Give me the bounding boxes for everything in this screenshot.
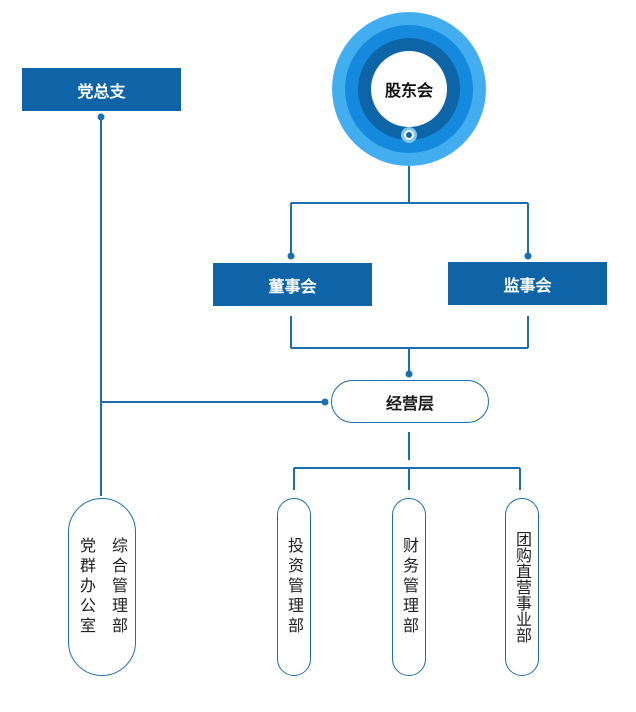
department-label-general-office: 综合管理部 — [109, 537, 128, 637]
management-node: 经营层 — [331, 380, 489, 423]
department-node-investment: 投资管理部 — [277, 498, 311, 676]
party-branch-box: 党总支 — [22, 68, 181, 111]
party-and-general-office-node: 党群办公室 综合管理部 — [68, 498, 136, 676]
shareholders-node: 股东会 — [332, 12, 486, 166]
department-node-group-purchase: 团购直营事业部 — [505, 498, 539, 676]
connector-hub-icon — [401, 127, 417, 143]
shareholders-label: 股东会 — [371, 51, 447, 127]
department-label-investment: 投资管理部 — [285, 537, 304, 637]
board-of-directors-box: 董事会 — [213, 263, 372, 306]
department-node-finance: 财务管理部 — [392, 498, 426, 676]
board-of-supervisors-box: 监事会 — [448, 262, 607, 305]
department-label-finance: 财务管理部 — [400, 537, 419, 637]
connector-dots — [97, 113, 532, 406]
department-label-party-office: 党群办公室 — [77, 537, 96, 637]
department-label-group-purchase: 团购直营事业部 — [513, 531, 532, 643]
